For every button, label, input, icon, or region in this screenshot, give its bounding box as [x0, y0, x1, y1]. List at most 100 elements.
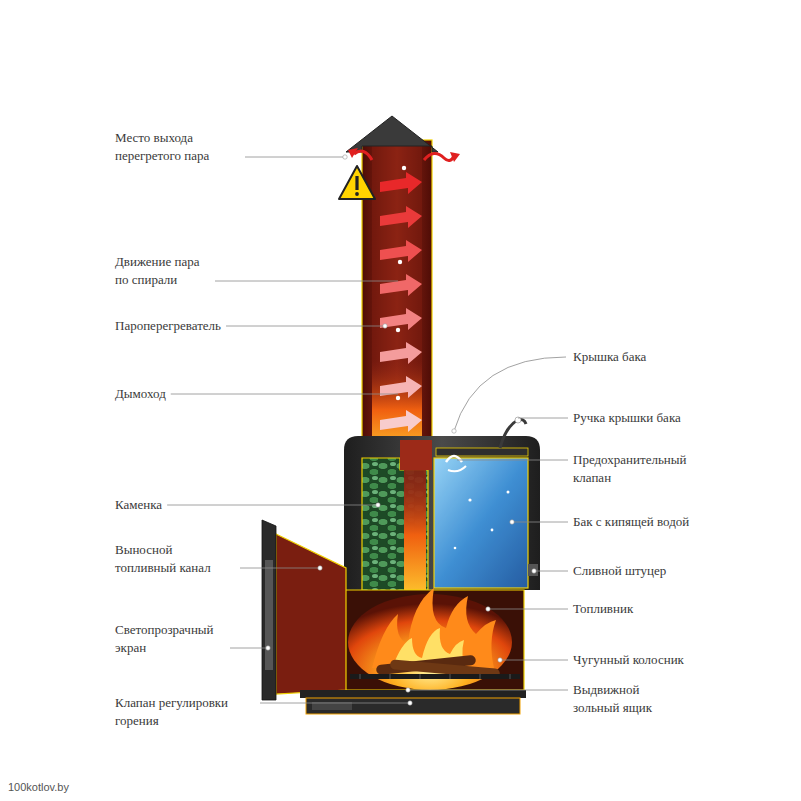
leader-line: [408, 690, 568, 691]
steam-exit-arrows: [348, 148, 460, 162]
watermark: 100kotlov.by: [8, 780, 69, 794]
leader-dot: [383, 324, 387, 328]
chimney-pipe: [362, 140, 432, 460]
glass-screen-door: [262, 520, 276, 700]
callout-label: Сливной штуцер: [573, 562, 666, 580]
bubble: [454, 547, 457, 550]
spiral-dot: [396, 396, 400, 400]
grate-slot: [360, 674, 361, 679]
steam-arrow: [380, 172, 422, 194]
callout-label: Предохранительный клапан: [573, 451, 698, 487]
steam-arrow: [380, 342, 422, 364]
callout-label: Крышка бака: [573, 348, 646, 366]
callout-label: Ручка крышки бака: [573, 409, 681, 427]
ash-drawer: [300, 690, 526, 714]
warning-mark: [355, 192, 359, 196]
stove-body: [344, 417, 540, 600]
grate-slot: [420, 674, 421, 679]
callout-label: Пароперегреватель: [115, 317, 221, 335]
steam-arrow: [380, 410, 422, 432]
spiral-dot: [396, 328, 400, 332]
leader-dot: [498, 658, 502, 662]
leader-line: [488, 609, 568, 610]
leader-lines: [167, 157, 568, 703]
smoke-channel: [400, 440, 432, 470]
leader-line: [245, 157, 345, 158]
flame: [372, 588, 496, 668]
leader-line: [454, 357, 566, 431]
grate-slot: [510, 674, 511, 679]
leader-dots: [266, 155, 536, 705]
callout-label: Дымоход: [115, 385, 166, 403]
leader-dot: [510, 520, 514, 524]
bubble: [507, 491, 510, 494]
leader-line: [230, 648, 268, 649]
safety-valve: [446, 456, 462, 462]
bubble: [491, 529, 494, 532]
firebox: [344, 588, 524, 690]
chimney-inner: [372, 140, 422, 460]
steam-arrows: [380, 166, 422, 432]
steam-arrow: [380, 274, 422, 296]
water-tank: [434, 458, 528, 588]
leader-dot: [343, 155, 347, 159]
ash-drawer-box: [306, 698, 520, 714]
leader-dot: [318, 566, 322, 570]
chimney-cap-arrow: [346, 116, 438, 152]
water-tank-shine: [434, 458, 528, 588]
callout-label: Место выхода перегретого пара: [115, 129, 240, 165]
smoke-channel: [404, 470, 426, 600]
leader-dot: [532, 569, 536, 573]
leader-line: [171, 394, 398, 395]
leader-dot: [408, 701, 412, 705]
exit-arrow: [354, 151, 372, 160]
leader-dot: [266, 646, 270, 650]
firebox-chamber: [344, 590, 524, 690]
grate-slot: [480, 674, 481, 679]
valve-steam: [448, 466, 466, 471]
leader-dot: [406, 688, 410, 692]
warning-sign: [339, 166, 375, 199]
callout-label: Бак с кипящей водой: [573, 513, 689, 531]
channel-flame: [404, 470, 426, 600]
steam-arrow: [380, 308, 422, 330]
leader-line: [500, 660, 568, 661]
callout-label: Выносной топливный канал: [115, 541, 235, 577]
callout-label: Движение пара по спирали: [115, 253, 210, 289]
fuel-channel-body: [276, 534, 346, 694]
leader-dot: [376, 503, 380, 507]
spiral-dot: [398, 260, 402, 264]
callout-label: Чугунный колосник: [573, 651, 684, 669]
exit-arrow: [424, 153, 454, 160]
callout-label: Каменка: [115, 496, 162, 514]
glass-screen: [265, 560, 273, 670]
fuel-channel: [262, 520, 346, 700]
tank-lid: [436, 448, 528, 456]
bubble: [468, 498, 471, 501]
exit-arrow-head: [348, 148, 358, 158]
steam-arrow: [380, 206, 422, 228]
leader-line: [512, 522, 568, 523]
leader-line: [518, 418, 568, 419]
steam-arrow: [380, 376, 422, 398]
callout-label: Выдвижной зольный ящик: [573, 681, 678, 717]
stove-base: [300, 690, 526, 698]
leader-line: [226, 326, 385, 327]
callout-label: Топливник: [573, 600, 633, 618]
leader-line: [215, 281, 398, 282]
leader-line: [240, 568, 320, 569]
spiral-dot: [402, 166, 406, 170]
callout-label: Светопрозрачный экран: [115, 621, 225, 657]
callout-label: Клапан регулировки горения: [115, 694, 255, 730]
warning-mark: [355, 176, 358, 190]
leader-line: [260, 703, 410, 704]
leader-dot: [486, 607, 490, 611]
warning-triangle: [339, 166, 375, 199]
grate-slot: [390, 674, 391, 679]
grate-slot: [450, 674, 451, 679]
steam-arrow: [380, 240, 422, 262]
leader-line: [457, 460, 568, 461]
leader-line: [534, 571, 568, 572]
chimney: [346, 116, 438, 460]
